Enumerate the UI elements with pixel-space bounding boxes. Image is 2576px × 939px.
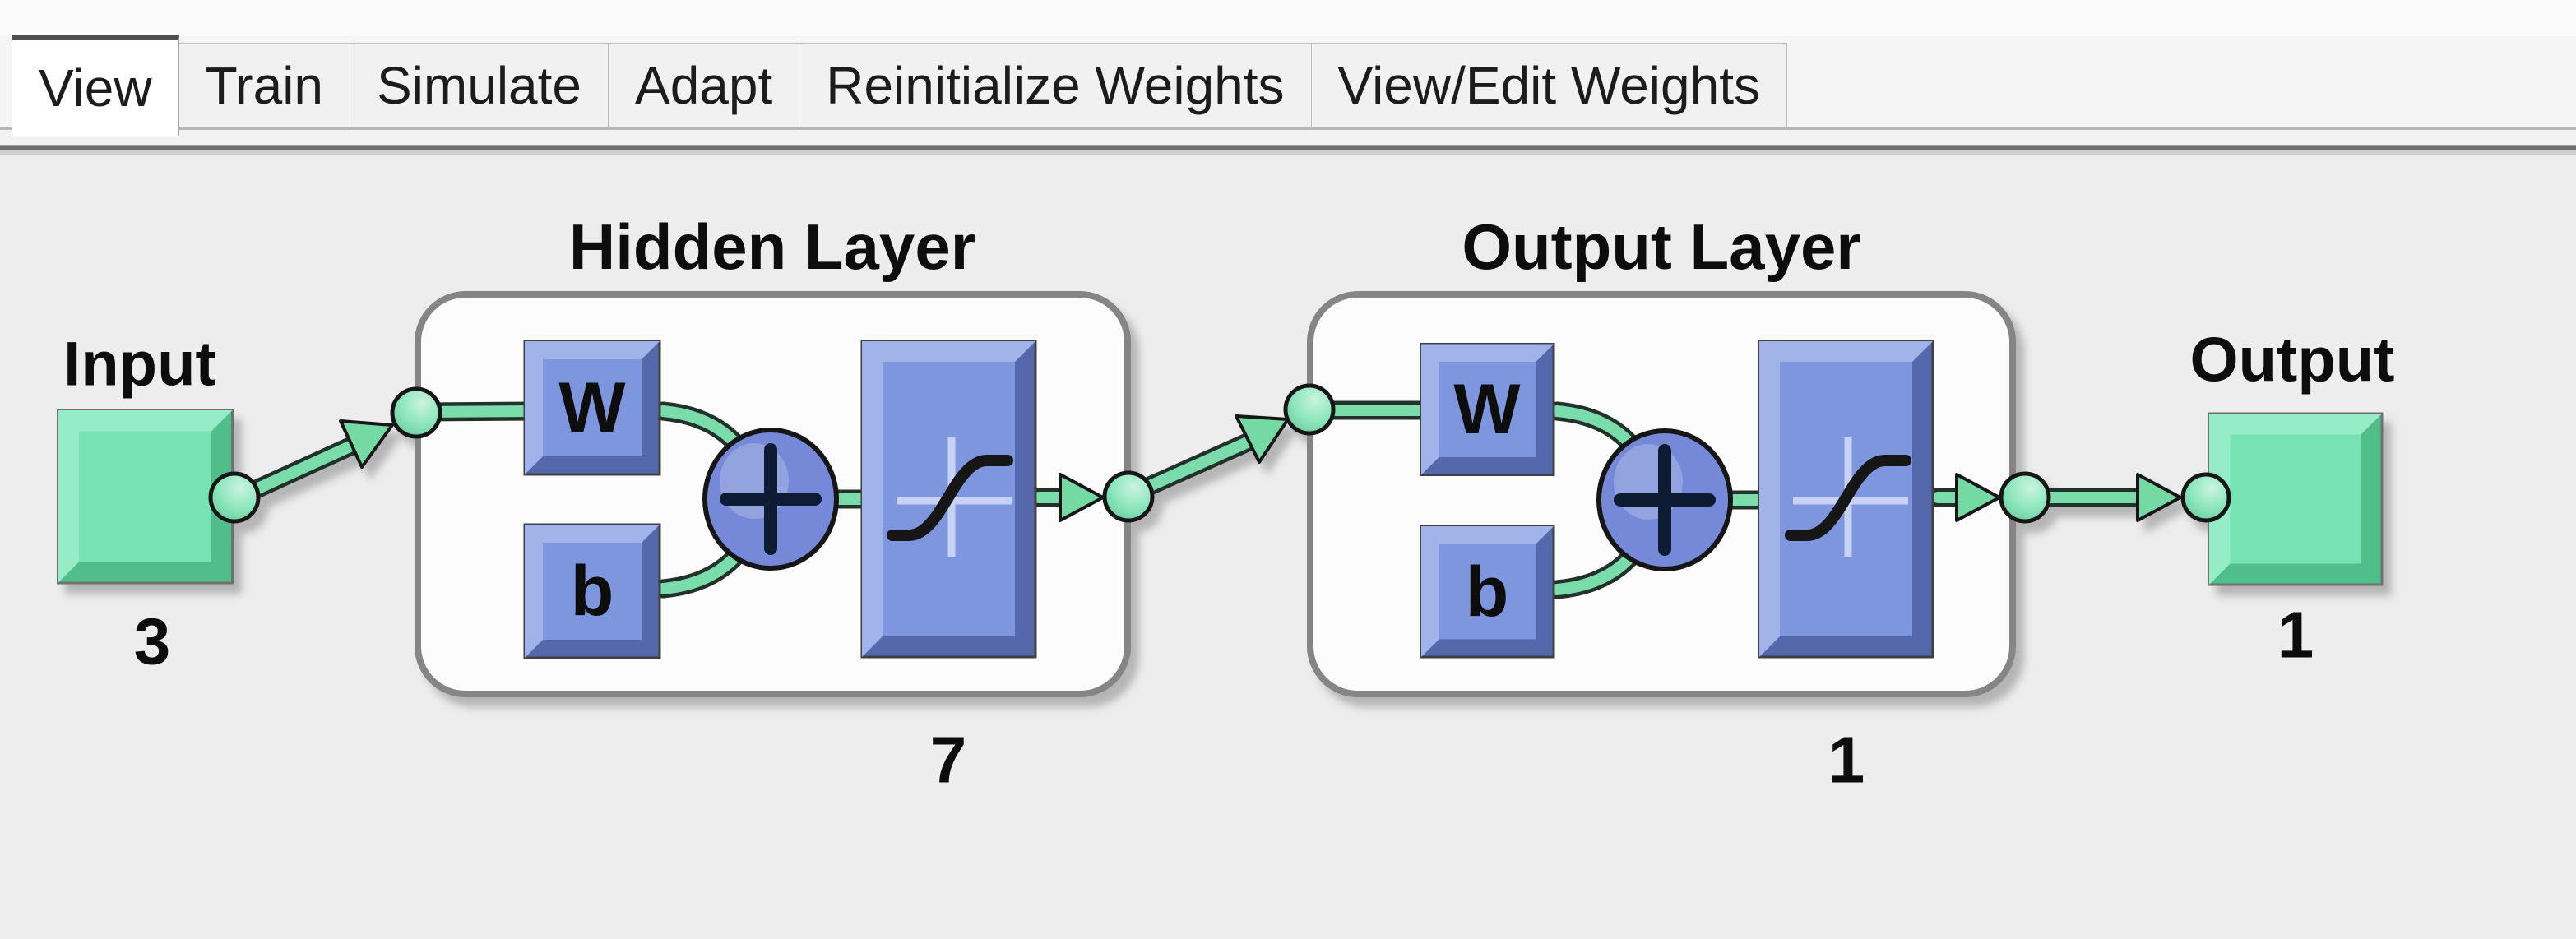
output-node — [2208, 412, 2384, 586]
hidden-neuron-count: 7 — [930, 724, 967, 797]
output-label: Output — [2189, 326, 2394, 395]
input-dimension: 3 — [134, 605, 171, 678]
sigmoid-icon — [887, 437, 1013, 557]
connector-arrows — [339, 414, 2182, 522]
output-dimension: 1 — [2277, 599, 2314, 672]
arrow-output-exit — [1955, 473, 2001, 522]
arrow-input-to-hidden — [339, 419, 394, 469]
output-weight-label: W — [1453, 370, 1521, 449]
tab-train[interactable]: Train — [178, 43, 350, 127]
plus-icon — [1614, 444, 1716, 556]
output-exit-point — [1999, 471, 2051, 524]
tabstrip-gap — [0, 130, 2576, 145]
window-top-margin — [0, 0, 2576, 36]
tab-view-edit-weights[interactable]: View/Edit Weights — [1310, 43, 1787, 127]
arrow-hidden-to-output — [1235, 414, 1290, 464]
input-label: Input — [63, 330, 216, 400]
sigmoid-icon — [1785, 437, 1911, 557]
hidden-entry-point — [390, 386, 442, 439]
tab-adapt[interactable]: Adapt — [608, 43, 800, 127]
hidden-layer-title: Hidden Layer — [569, 210, 975, 283]
output-node-entry-point — [2180, 472, 2231, 523]
arrow-to-output-node — [2136, 473, 2182, 522]
hidden-bias-label: b — [571, 552, 614, 631]
output-layer-title: Output Layer — [1462, 210, 1860, 283]
hidden-sum-highlight — [720, 443, 789, 519]
tab-view[interactable]: View — [12, 35, 179, 136]
input-exit-point — [208, 471, 261, 524]
network-diagram: Input 3 Hidden Layer W b 7 Output Layer … — [56, 210, 2395, 797]
input-node — [56, 409, 234, 585]
horizontal-separator — [0, 145, 2576, 155]
connection-points — [208, 383, 2231, 524]
tab-bar: View Train Simulate Adapt Reinitialize W… — [0, 35, 2576, 136]
output-entry-point — [1283, 383, 1336, 436]
tab-simulate[interactable]: Simulate — [350, 43, 609, 127]
hidden-weight-label: W — [558, 368, 626, 447]
plus-icon — [720, 443, 822, 555]
output-neuron-count: 1 — [1828, 724, 1865, 797]
output-bias-label: b — [1466, 553, 1509, 631]
network-diagram-canvas: Input 3 Hidden Layer W b 7 Output Layer … — [0, 155, 2576, 939]
hidden-exit-point — [1102, 470, 1155, 523]
output-sum-highlight — [1614, 444, 1683, 520]
tab-reinitialize-weights[interactable]: Reinitialize Weights — [799, 43, 1312, 127]
arrow-hidden-exit — [1059, 473, 1105, 522]
